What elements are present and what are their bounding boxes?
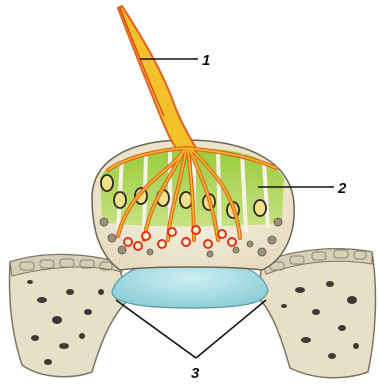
- label-3: 3: [191, 365, 200, 382]
- right-epithelium: [258, 249, 375, 378]
- left-epithelium: [10, 255, 129, 377]
- label-2: 2: [337, 180, 347, 197]
- nerve-fiber: [118, 6, 196, 148]
- label-1: 1: [202, 52, 210, 69]
